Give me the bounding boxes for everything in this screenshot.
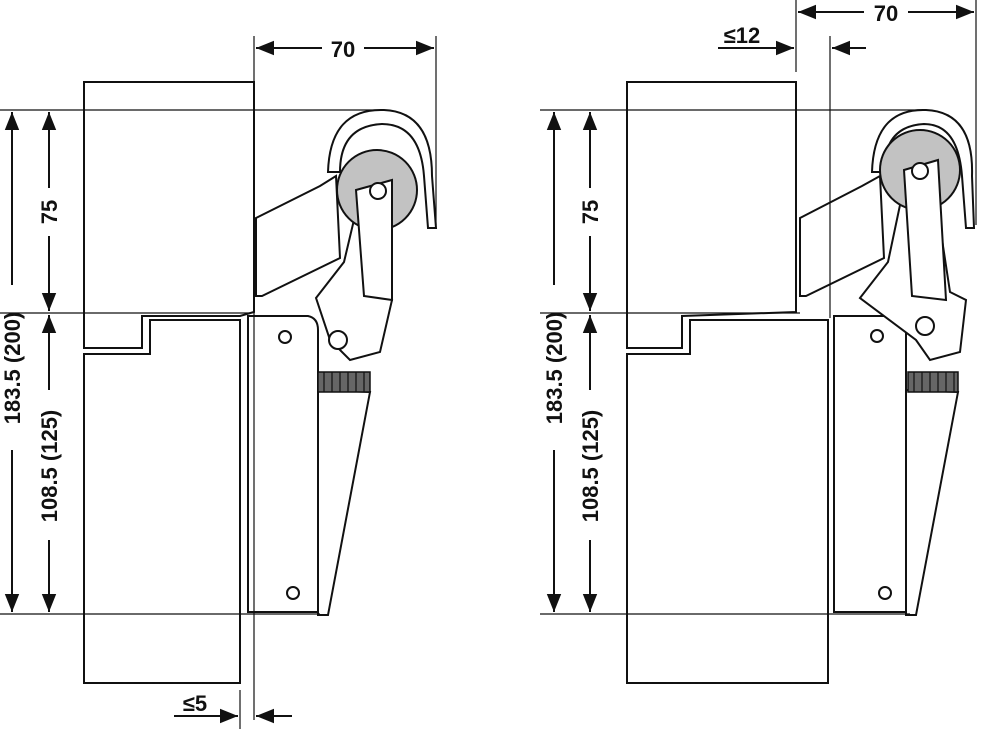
left-dim-total: 183.5 (200)	[0, 112, 25, 612]
right-dim-75: 75	[578, 112, 603, 311]
right-dim-top-label: 70	[874, 1, 898, 26]
right-dim-door: 108.5 (125)	[578, 315, 603, 612]
right-dim-75-label: 75	[578, 200, 603, 224]
right-closer-body	[833, 315, 960, 616]
left-frame-section	[83, 81, 255, 349]
left-dim-total-label: 183.5 (200)	[0, 312, 25, 425]
right-dim-gap: ≤12	[718, 23, 866, 56]
right-dim-total: 183.5 (200)	[542, 112, 567, 612]
right-dim-total-label: 183.5 (200)	[542, 312, 567, 425]
left-door-section	[83, 319, 241, 684]
right-view: 70 ≤12 75 183.5 (200) 108.5 (125)	[540, 0, 977, 684]
left-dim-75: 75	[37, 112, 62, 311]
left-dim-door: 108.5 (125)	[37, 315, 62, 612]
right-dim-gap-label: ≤12	[724, 23, 761, 48]
right-roller-arm	[799, 108, 976, 362]
left-view: 70 ≤5 75 183.5 (200) 108.5 (125)	[0, 36, 438, 729]
left-dim-bottom-label: ≤5	[183, 691, 207, 716]
right-dim-door-label: 108.5 (125)	[578, 410, 603, 523]
left-closer-body	[247, 315, 372, 616]
right-door-section	[626, 319, 829, 684]
left-dim-75-label: 75	[37, 200, 62, 224]
right-frame-section	[626, 81, 797, 349]
left-dim-top: 70	[256, 37, 434, 62]
left-dim-door-label: 108.5 (125)	[37, 410, 62, 523]
right-dim-top: 70	[798, 1, 974, 26]
left-dim-bottom: ≤5	[174, 691, 292, 724]
left-roller-arm	[255, 108, 438, 362]
left-dim-top-label: 70	[331, 37, 355, 62]
